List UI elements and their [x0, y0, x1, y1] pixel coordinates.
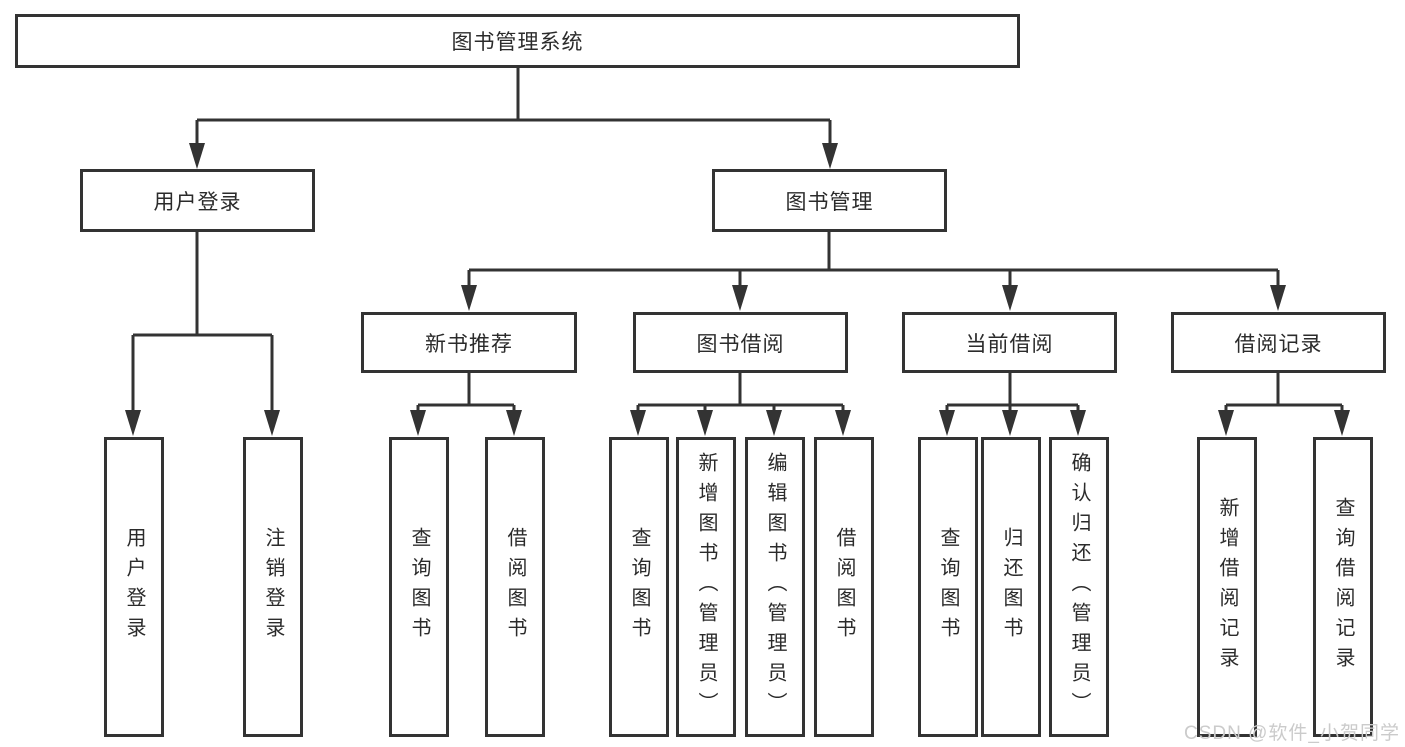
leaf-newbook-borrow: 借阅图书 [485, 437, 545, 737]
leaf-records-query-label: 查询借阅记录 [1332, 497, 1354, 677]
leaf-current-query: 查询图书 [918, 437, 978, 737]
node-borrow-records: 借阅记录 [1171, 312, 1386, 373]
leaf-newbook-query-label: 查询图书 [408, 527, 430, 647]
leaf-logout: 注销登录 [243, 437, 303, 737]
leaf-borrow-edit-label: 编辑图书（管理员） [764, 452, 786, 722]
leaf-records-add: 新增借阅记录 [1197, 437, 1257, 737]
leaf-current-query-label: 查询图书 [937, 527, 959, 647]
leaf-records-query: 查询借阅记录 [1313, 437, 1373, 737]
leaf-borrow-borrow-label: 借阅图书 [833, 527, 855, 647]
leaf-borrow-query-label: 查询图书 [628, 527, 650, 647]
leaf-records-add-label: 新增借阅记录 [1216, 497, 1238, 677]
node-book-borrow: 图书借阅 [633, 312, 848, 373]
leaf-borrow-borrow: 借阅图书 [814, 437, 874, 737]
leaf-user-login-label: 用户登录 [123, 527, 145, 647]
leaf-logout-label: 注销登录 [262, 527, 284, 647]
leaf-user-login: 用户登录 [104, 437, 164, 737]
leaf-borrow-add-label: 新增图书（管理员） [695, 452, 717, 722]
node-user-login: 用户登录 [80, 169, 315, 232]
leaf-newbook-borrow-label: 借阅图书 [504, 527, 526, 647]
csdn-watermark: CSDN @软件_小贺同学 [1184, 723, 1400, 744]
node-current-borrow-label: 当前借阅 [965, 332, 1054, 356]
node-book-management-label: 图书管理 [785, 190, 874, 214]
leaf-newbook-query: 查询图书 [389, 437, 449, 737]
node-book-borrow-label: 图书借阅 [696, 332, 785, 356]
node-user-login-label: 用户登录 [153, 190, 242, 214]
node-root: 图书管理系统 [15, 14, 1020, 68]
node-new-book-recommend: 新书推荐 [361, 312, 577, 373]
node-new-book-recommend-label: 新书推荐 [425, 332, 513, 356]
leaf-borrow-edit: 编辑图书（管理员） [745, 437, 805, 737]
leaf-current-return-label: 归还图书 [1000, 527, 1022, 647]
leaf-borrow-add: 新增图书（管理员） [676, 437, 736, 737]
node-borrow-records-label: 借阅记录 [1234, 332, 1323, 356]
leaf-current-return: 归还图书 [981, 437, 1041, 737]
node-root-label: 图书管理系统 [451, 31, 584, 54]
leaf-current-confirm-label: 确认归还（管理员） [1068, 452, 1090, 722]
node-book-management: 图书管理 [712, 169, 947, 232]
node-current-borrow: 当前借阅 [902, 312, 1117, 373]
leaf-current-confirm: 确认归还（管理员） [1049, 437, 1109, 737]
leaf-borrow-query: 查询图书 [609, 437, 669, 737]
